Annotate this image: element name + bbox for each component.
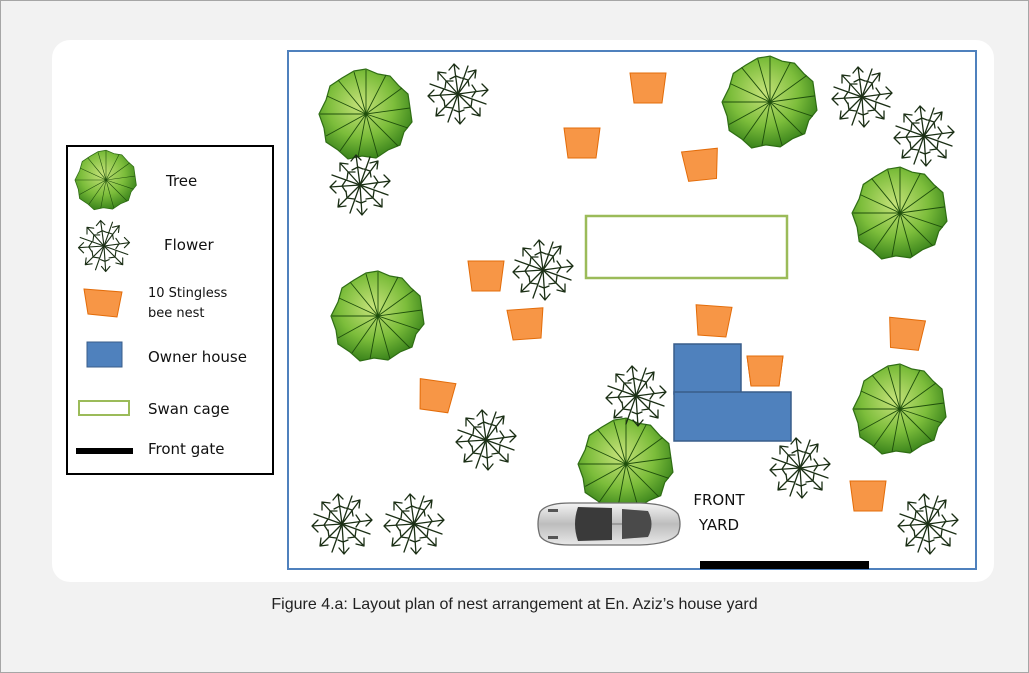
gate-icon bbox=[76, 448, 133, 454]
nest-icon bbox=[467, 260, 505, 292]
legend-nest-label-line1: 10 Stingless bbox=[148, 286, 228, 301]
car-icon bbox=[537, 502, 681, 546]
front-gate bbox=[700, 561, 869, 569]
cage-icon bbox=[78, 400, 130, 416]
front-yard-label-line2: YARD bbox=[698, 516, 739, 534]
figure-caption: Figure 4.a: Layout plan of nest arrangem… bbox=[271, 596, 758, 613]
nest-icon bbox=[83, 288, 123, 318]
owner-house-upper bbox=[673, 343, 742, 395]
house-icon bbox=[86, 341, 123, 368]
nest-icon bbox=[681, 147, 721, 183]
legend-cage-label: Swan cage bbox=[148, 400, 229, 418]
swan-cage bbox=[584, 214, 789, 280]
legend-house-label: Owner house bbox=[148, 348, 247, 366]
legend: Tree Flower 10 Stingless bee nest Owner … bbox=[66, 145, 274, 475]
nest-icon bbox=[629, 72, 667, 104]
nest-icon bbox=[563, 127, 601, 159]
owner-house-lower bbox=[673, 391, 792, 442]
legend-gate-label: Front gate bbox=[148, 440, 225, 458]
nest-icon bbox=[693, 304, 733, 338]
legend-nest-label-line2: bee nest bbox=[148, 306, 205, 321]
nest-icon bbox=[506, 307, 546, 341]
nest-icon bbox=[886, 316, 926, 352]
legend-flower-label: Flower bbox=[164, 236, 214, 254]
front-yard-label-line1: FRONT bbox=[693, 491, 745, 509]
legend-tree-label: Tree bbox=[165, 172, 197, 190]
nest-icon bbox=[849, 480, 887, 512]
nest-icon bbox=[746, 355, 784, 387]
